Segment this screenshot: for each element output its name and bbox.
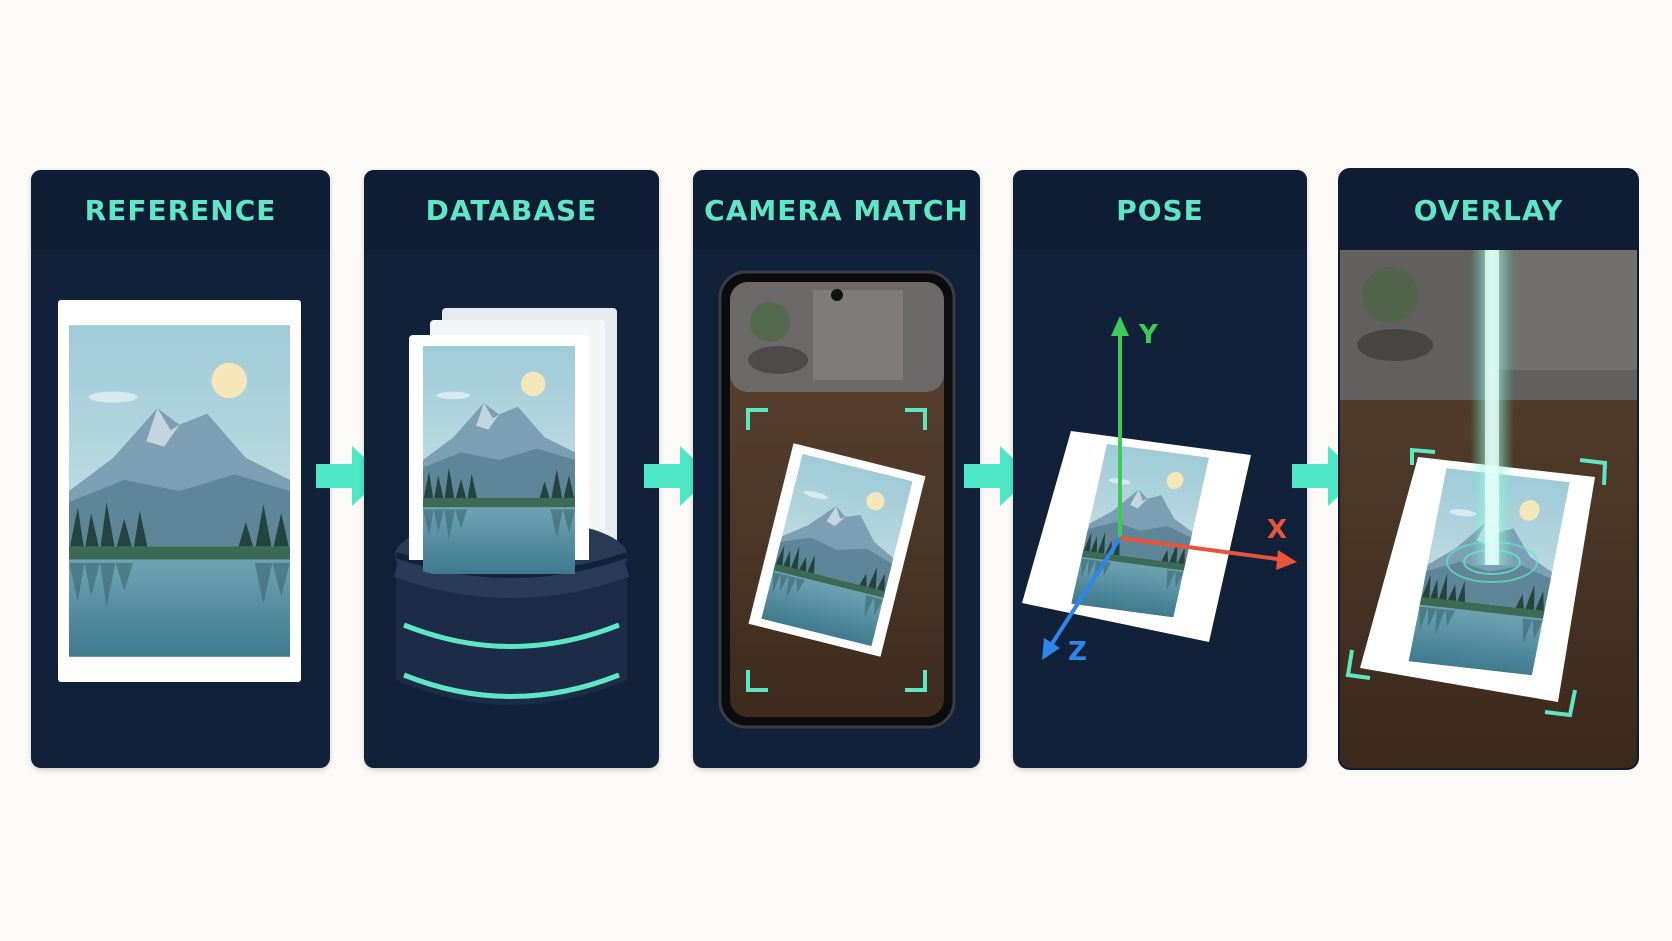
- step-panel-camera-match: CAMERA MATCH: [693, 170, 980, 768]
- step-title-pose: POSE: [1013, 170, 1307, 250]
- axis-label-x: X: [1267, 515, 1288, 545]
- step-panel-reference: REFERENCE: [31, 170, 330, 768]
- step-panel-database: DATABASE: [364, 170, 659, 768]
- step-title-overlay: OVERLAY: [1340, 170, 1637, 250]
- step-title-database: DATABASE: [364, 170, 659, 250]
- pose-illustration: Y X Z: [1013, 250, 1307, 768]
- axis-label-y: Y: [1139, 320, 1158, 350]
- step-panel-pose: POSE Y X Z: [1013, 170, 1307, 768]
- step-title-camera-match: CAMERA MATCH: [693, 170, 980, 250]
- camera-match-illustration: [693, 250, 980, 768]
- database-illustration: [364, 250, 659, 768]
- axis-label-z: Z: [1068, 637, 1087, 667]
- step-title-reference: REFERENCE: [31, 170, 330, 250]
- step-panel-overlay: OVERLAY: [1340, 170, 1637, 768]
- overlay-illustration: [1340, 250, 1637, 768]
- reference-image-illustration: [31, 250, 330, 768]
